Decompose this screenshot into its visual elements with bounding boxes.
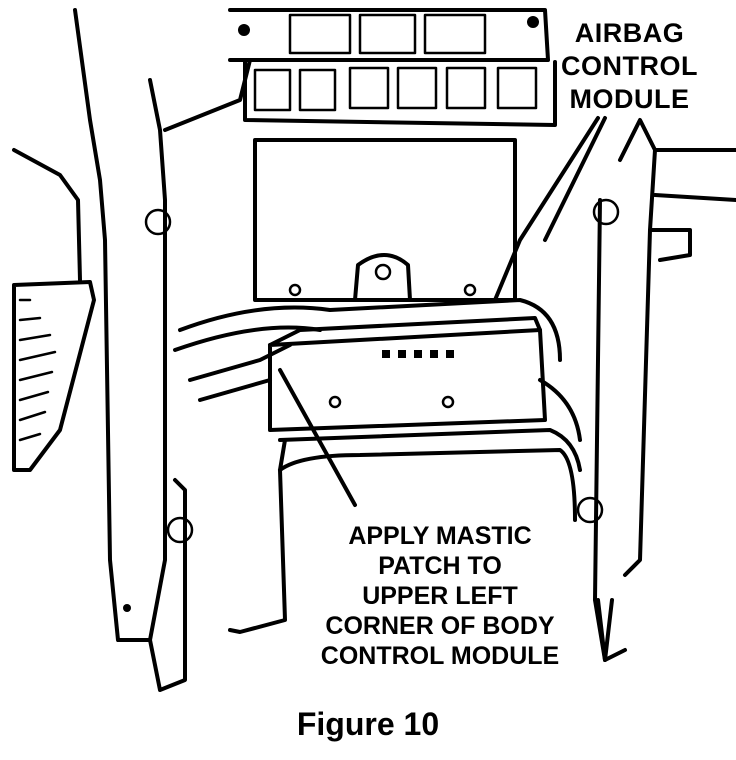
airbag-label-line-2: CONTROL xyxy=(561,51,698,81)
mastic-label-line-4: CORNER OF BODY xyxy=(325,612,555,640)
airbag-label-line-1: AIRBAG xyxy=(574,18,685,48)
airbag-control-module-label: AIRBAG CONTROL MODULE xyxy=(561,20,698,119)
relay-panel xyxy=(228,8,557,127)
airbag-label-line-3: MODULE xyxy=(569,84,690,114)
support-bracket xyxy=(228,428,582,634)
left-pillar xyxy=(73,8,252,692)
mastic-patch-instruction: APPLY MASTIC PATCH TO UPPER LEFT CORNER … xyxy=(300,524,580,674)
body-control-module xyxy=(268,316,547,432)
mastic-label-line-2: PATCH TO xyxy=(378,552,502,580)
mastic-label-line-3: UPPER LEFT xyxy=(362,582,518,610)
figure-caption: Figure 10 xyxy=(296,706,440,742)
mastic-label-line-1: APPLY MASTIC xyxy=(348,522,532,550)
airbag-control-module xyxy=(253,138,517,302)
right-pillar xyxy=(576,118,736,662)
wiring-harness xyxy=(173,298,582,442)
left-pedal-panel xyxy=(12,148,96,472)
leader-lines xyxy=(278,116,607,507)
mastic-label-line-5: CONTROL MODULE xyxy=(320,642,560,670)
